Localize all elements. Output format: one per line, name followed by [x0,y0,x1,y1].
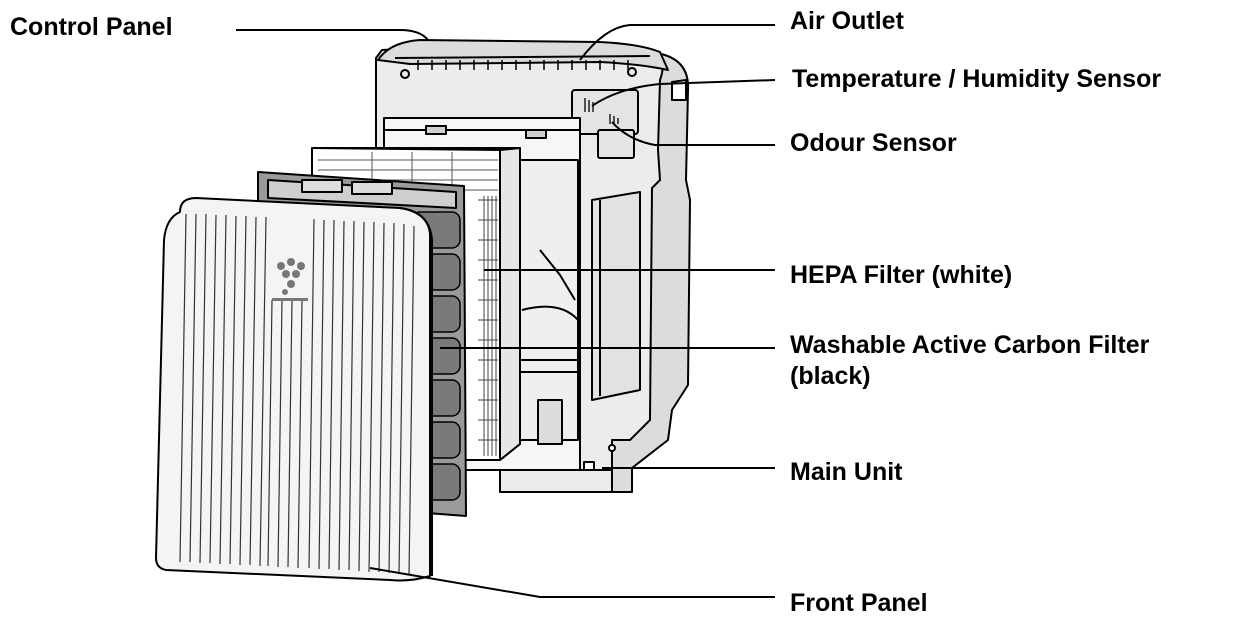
label-control-panel: Control Panel [10,13,173,41]
front-panel [155,197,433,582]
leader-temp-humidity-sensor [591,79,776,107]
label-hepa-filter: HEPA Filter (white) [790,261,1013,289]
label-front-panel: Front Panel [790,589,928,617]
leader-air-outlet [579,24,775,61]
leader-lines [236,24,776,598]
leader-control-panel [236,29,429,41]
leader-front-panel [369,567,775,598]
front-panel-logo [272,258,308,301]
air-outlet-vents [417,60,629,70]
front-panel-grille [179,213,415,576]
label-main-unit: Main Unit [790,458,903,486]
label-odour-sensor: Odour Sensor [790,129,957,157]
label-air-outlet: Air Outlet [790,7,904,35]
hepa-pleats [478,196,498,456]
label-carbon-filter: Washable Active Carbon Filter [790,331,1150,359]
label-carbon-filter-color: (black) [790,362,871,390]
sensor-housing [571,89,639,159]
leader-odour-sensor [611,121,775,146]
label-temp-humidity-sensor: Temperature / Humidity Sensor [792,65,1162,93]
